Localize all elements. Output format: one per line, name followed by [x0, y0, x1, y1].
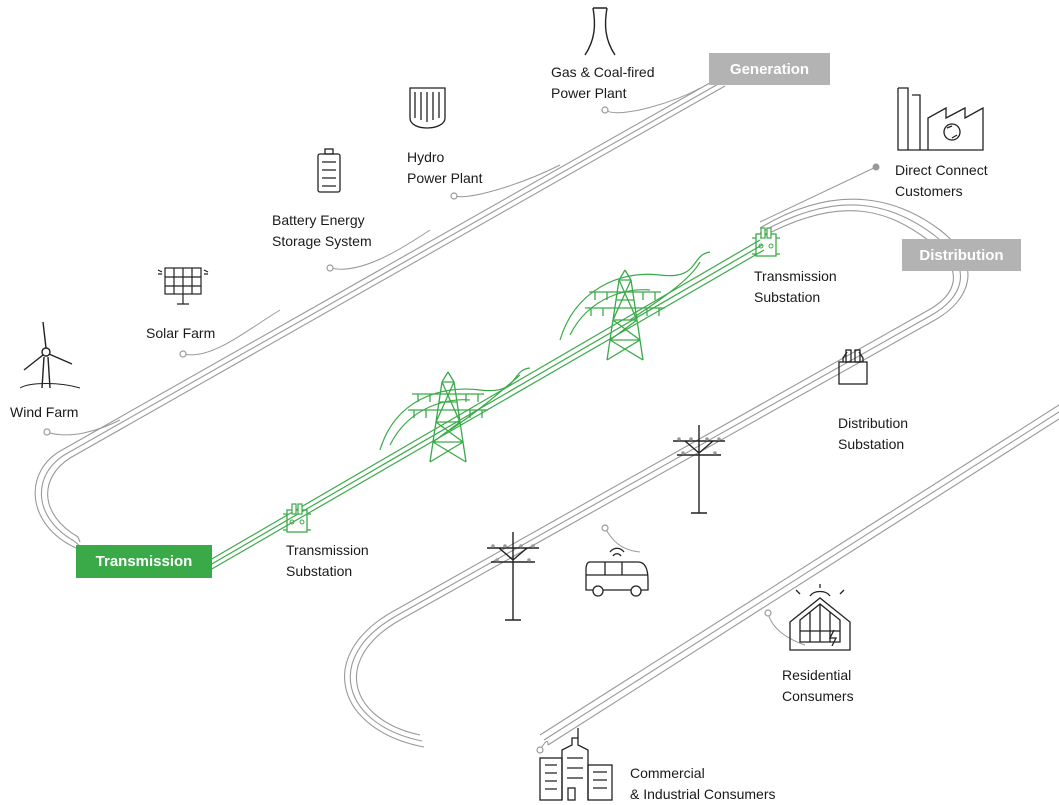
solar-farm-label: Solar Farm	[146, 325, 216, 341]
power-plant-cooling-tower-icon	[584, 7, 616, 56]
city-buildings-icon	[539, 728, 613, 801]
distribution-substation-icon	[838, 349, 868, 385]
utility-pole-icon	[672, 424, 726, 514]
distribution-loop	[344, 198, 969, 748]
wind-farm-label: Wind Farm	[10, 404, 79, 420]
commercial-industrial-consumers-label: Commercial& Industrial Consumers	[630, 765, 776, 802]
solar-house-icon	[789, 584, 851, 651]
direct-connect-dot	[872, 163, 880, 171]
factory-icon	[897, 87, 984, 151]
hydro-dam-icon	[409, 87, 446, 129]
transmission-stage-label: Transmission	[76, 545, 212, 578]
substation-icon	[751, 227, 781, 257]
wind-turbine-icon	[19, 321, 81, 389]
electric-vehicle-icon	[585, 547, 649, 597]
generation-stage-label: Generation	[709, 53, 830, 85]
battery-icon	[317, 148, 341, 193]
distribution-branch-right	[539, 404, 1059, 746]
generation-transmission-loop	[34, 79, 726, 551]
distribution-stage-label: Distribution	[902, 239, 1021, 271]
solar-panel-icon	[157, 267, 209, 305]
utility-pole-icon	[486, 531, 540, 621]
connector-dots	[43, 106, 772, 754]
